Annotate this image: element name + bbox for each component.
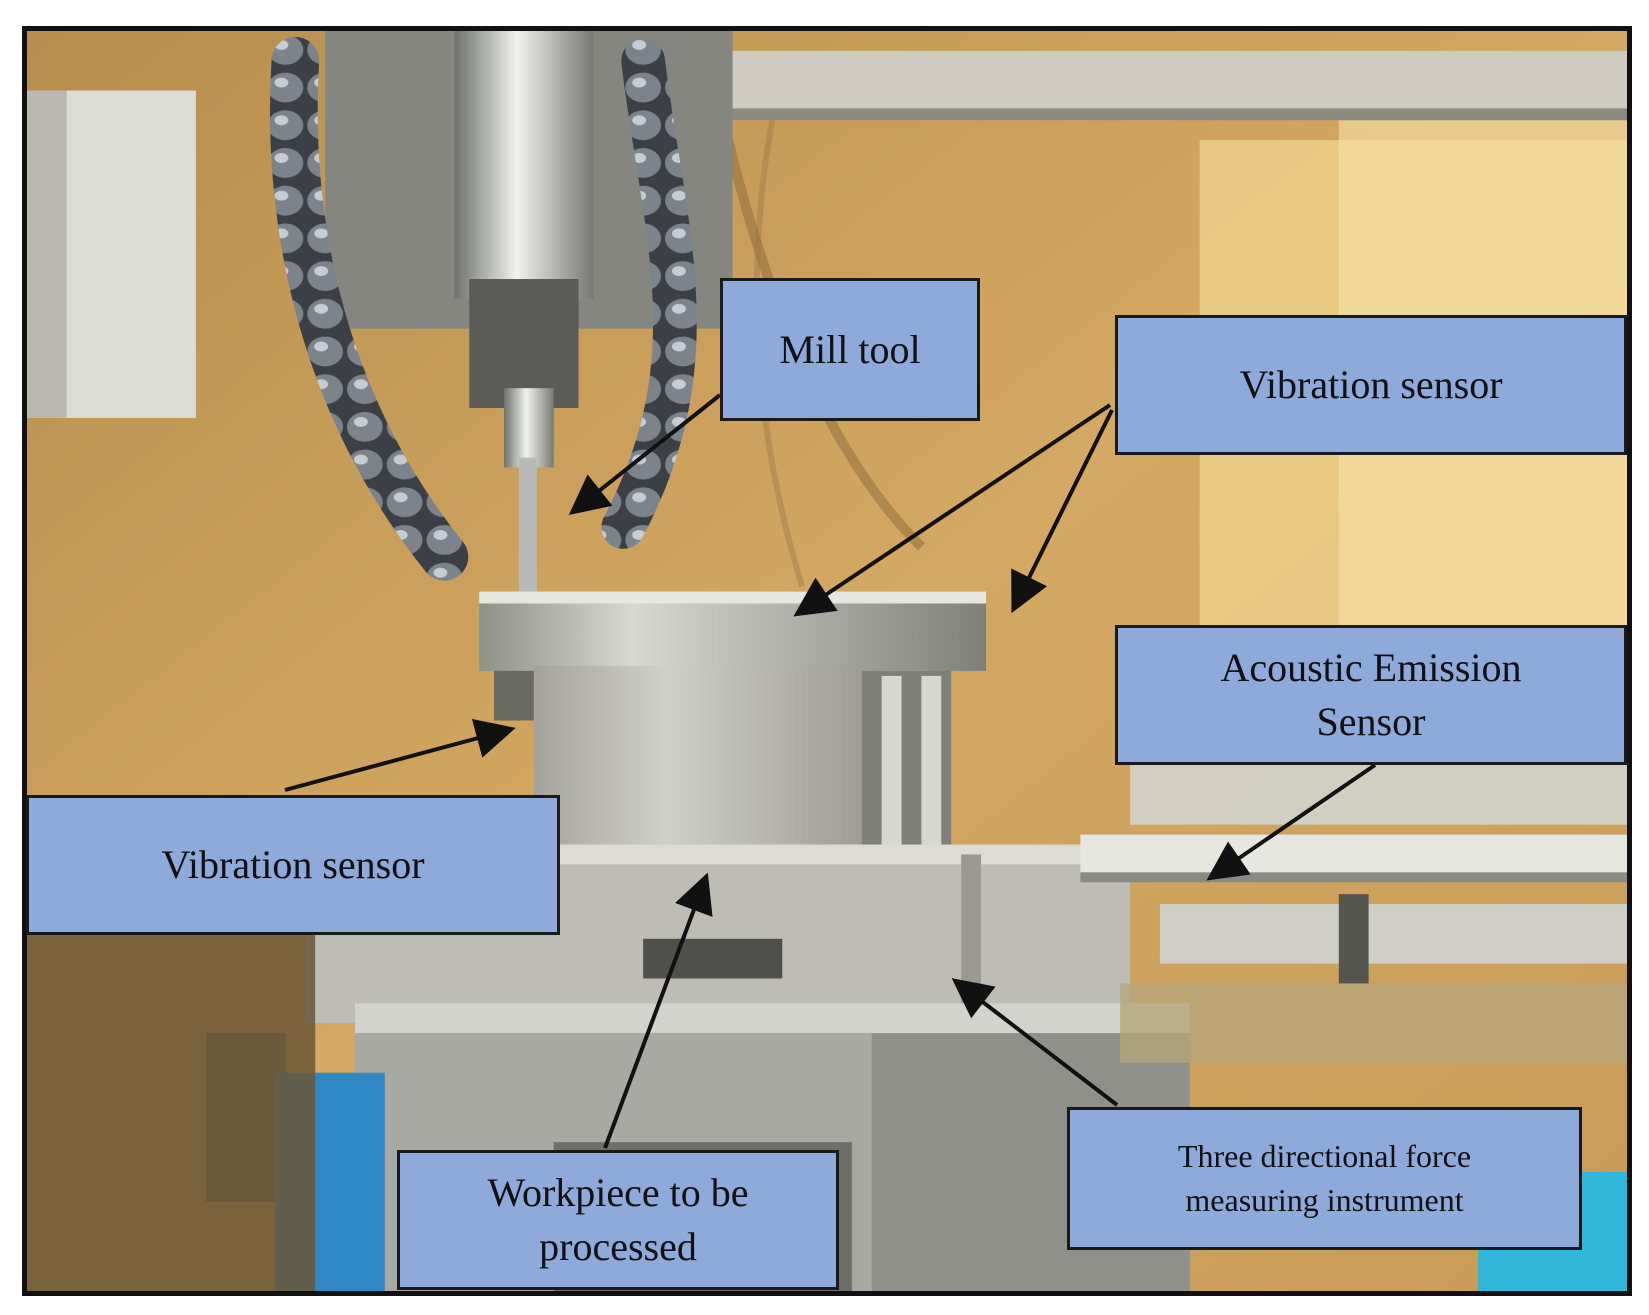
label-acoustic-line2: Sensor [1316,699,1426,744]
label-vibration-sensor-left-text: Vibration sensor [161,842,425,887]
label-acoustic-emission-sensor: Acoustic Emission Sensor [1115,625,1627,765]
label-mill-tool-text: Mill tool [779,326,921,372]
label-workpiece-line1: Workpiece to be [487,1170,749,1215]
label-workpiece-line2: processed [539,1224,697,1269]
label-vibration-sensor-left: Vibration sensor [26,795,560,935]
label-workpiece: Workpiece to be processed [397,1150,839,1290]
label-force-instrument: Three directional force measuring instru… [1067,1107,1582,1250]
label-force-line1: Three directional force [1177,1138,1472,1175]
label-vibration-sensor-top-text: Vibration sensor [1239,362,1503,407]
label-mill-tool: Mill tool [720,278,980,421]
label-acoustic-line1: Acoustic Emission [1220,645,1522,690]
label-force-line2: measuring instrument [1185,1181,1464,1218]
label-vibration-sensor-top: Vibration sensor [1115,315,1627,455]
